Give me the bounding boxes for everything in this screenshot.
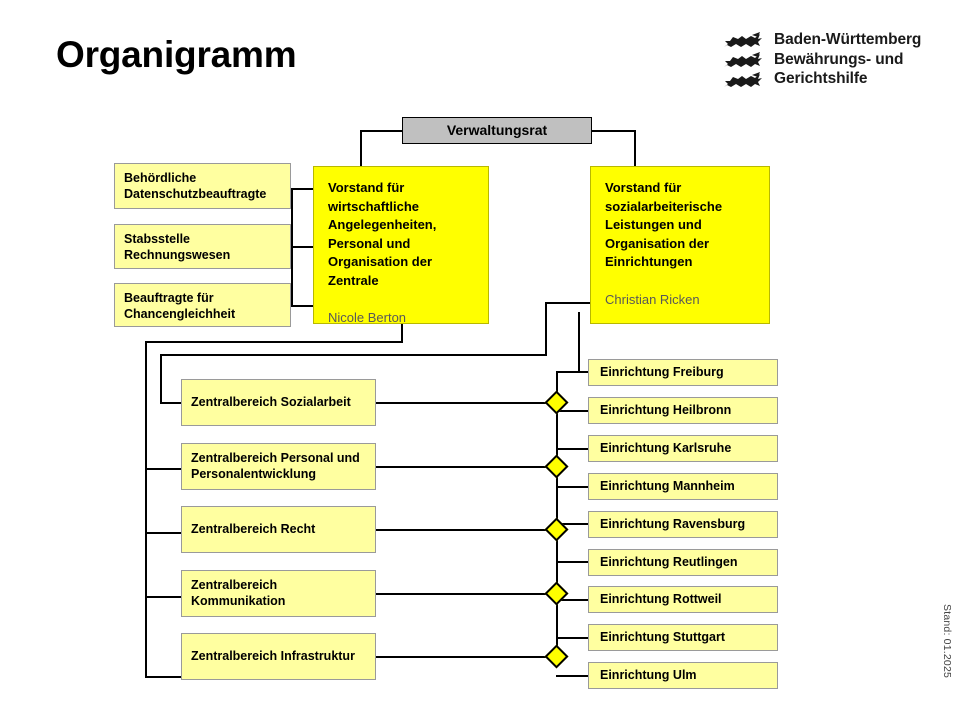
- staff-rechnungswesen-label: Stabsstelle Rechnungswesen: [124, 232, 231, 262]
- node-zentralbereich-personal[interactable]: Zentralbereich Personal und Personalentw…: [181, 443, 376, 490]
- node-verwaltungsrat[interactable]: Verwaltungsrat: [402, 117, 592, 144]
- verwaltungsrat-label: Verwaltungsrat: [446, 121, 548, 138]
- central-units-spine: [145, 341, 147, 678]
- connector-staff-1: [291, 188, 313, 190]
- link-unit-2-diamond: [376, 466, 558, 468]
- link-unit-1-diamond: [376, 402, 558, 404]
- node-einrichtung-karlsruhe[interactable]: Einrichtung Karlsruhe: [588, 435, 778, 462]
- page-title: Organigramm: [56, 34, 297, 75]
- node-zentralbereich-sozialarbeit[interactable]: Zentralbereich Sozialarbeit: [181, 379, 376, 426]
- connector-unit-2: [145, 468, 181, 470]
- connector-unit-5: [145, 676, 181, 678]
- einrichtung-mannheim-label: Einrichtung Mannheim: [600, 478, 735, 493]
- node-staff-chancengleichheit[interactable]: Beauftragte für Chancengleichheit: [114, 283, 291, 327]
- logo-line-3: Gerichtshilfe: [774, 70, 868, 87]
- node-einrichtung-rottweil[interactable]: Einrichtung Rottweil: [588, 586, 778, 613]
- stand-date: Stand: 01.2025: [941, 604, 953, 679]
- vorstand-wirtschaft-person: Nicole Berton: [328, 310, 407, 324]
- cross-branch-to-left: [160, 354, 547, 356]
- connector-council-left-drop: [360, 130, 362, 166]
- left-board-drop: [401, 324, 403, 343]
- einrichtung-ravensburg-label: Einrichtung Ravensburg: [600, 516, 746, 531]
- connector-unit-3: [145, 532, 181, 534]
- connector-facility-3: [556, 448, 596, 450]
- logo-line-2: Bewährungs- und: [774, 50, 904, 68]
- link-unit-5-diamond: [376, 656, 558, 658]
- node-vorstand-sozialarbeit[interactable]: Vorstand für sozialarbeiterische Leistun…: [590, 166, 770, 324]
- einrichtung-ulm-label: Einrichtung Ulm: [600, 667, 697, 682]
- node-einrichtung-ulm[interactable]: Einrichtung Ulm: [588, 662, 778, 689]
- einrichtung-freiburg-label: Einrichtung Freiburg: [600, 364, 724, 379]
- node-einrichtung-ravensburg[interactable]: Einrichtung Ravensburg: [588, 511, 778, 538]
- node-einrichtung-heilbronn[interactable]: Einrichtung Heilbronn: [588, 397, 778, 424]
- node-zentralbereich-kommunikation[interactable]: Zentralbereich Kommunikation: [181, 570, 376, 617]
- connector-facility-7: [556, 599, 596, 601]
- node-einrichtung-freiburg[interactable]: Einrichtung Freiburg: [588, 359, 778, 386]
- left-board-to-spine: [145, 341, 403, 343]
- node-einrichtung-reutlingen[interactable]: Einrichtung Reutlingen: [588, 549, 778, 576]
- node-vorstand-wirtschaft[interactable]: Vorstand für wirtschaftliche Angelegenhe…: [313, 166, 489, 324]
- connector-facility-2: [556, 410, 596, 412]
- connector-staff-3: [291, 305, 313, 307]
- connector-facility-4: [556, 486, 596, 488]
- sozialarbeit-spine: [160, 354, 162, 404]
- node-staff-datenschutz[interactable]: Behördliche Datenschutzbeauftragte: [114, 163, 291, 209]
- einrichtung-heilbronn-label: Einrichtung Heilbronn: [600, 402, 732, 417]
- zentralbereich-recht-label: Zentralbereich Recht: [191, 521, 316, 536]
- connector-facility-8: [556, 637, 596, 639]
- connector-unit-4: [145, 596, 181, 598]
- einrichtung-stuttgart-label: Einrichtung Stuttgart: [600, 629, 725, 644]
- einrichtung-karlsruhe-label: Einrichtung Karlsruhe: [600, 440, 732, 455]
- connector-council-right: [592, 130, 636, 132]
- connector-unit-1: [160, 402, 181, 404]
- organization-logo: Baden-Württemberg Bewährungs- und Gerich…: [722, 30, 921, 90]
- link-unit-4-diamond: [376, 593, 558, 595]
- diamond-joint-5: [544, 644, 569, 669]
- einrichtung-rottweil-label: Einrichtung Rottweil: [600, 591, 722, 606]
- right-board-cross-branch: [545, 302, 593, 304]
- right-board-cross-drop: [545, 302, 547, 356]
- node-staff-rechnungswesen[interactable]: Stabsstelle Rechnungswesen: [114, 224, 291, 269]
- connector-facility-1: [556, 371, 596, 373]
- connector-staff-2: [291, 246, 313, 248]
- zentralbereich-infrastruktur-label: Zentralbereich Infrastruktur: [191, 648, 355, 663]
- vorstand-sozialarbeit-title: Vorstand für sozialarbeiterische Leistun…: [605, 180, 723, 269]
- connector-council-right-drop: [634, 130, 636, 166]
- connector-facility-6: [556, 561, 596, 563]
- diamond-joint-4: [544, 581, 569, 606]
- logo-text: Baden-Württemberg Bewährungs- und Gerich…: [774, 30, 921, 89]
- node-einrichtung-stuttgart[interactable]: Einrichtung Stuttgart: [588, 624, 778, 651]
- logo-line-1: Baden-Württemberg: [774, 31, 922, 48]
- node-zentralbereich-infrastruktur[interactable]: Zentralbereich Infrastruktur: [181, 633, 376, 680]
- diamond-joint-3: [544, 517, 569, 542]
- zentralbereich-kommunikation-label: Zentralbereich Kommunikation: [191, 578, 286, 608]
- vorstand-sozialarbeit-person: Christian Ricken: [605, 291, 700, 307]
- link-unit-3-diamond: [376, 529, 558, 531]
- connector-facility-9: [556, 675, 596, 677]
- lion-crest-icon: [722, 30, 764, 90]
- connector-facility-5: [556, 523, 596, 525]
- staff-chancengleichheit-label: Beauftragte für Chancengleichheit: [124, 291, 236, 321]
- connector-council-left: [360, 130, 402, 132]
- einrichtung-reutlingen-label: Einrichtung Reutlingen: [600, 554, 738, 569]
- diamond-joint-2: [544, 454, 569, 479]
- zentralbereich-sozialarbeit-label: Zentralbereich Sozialarbeit: [191, 394, 351, 409]
- node-einrichtung-mannheim[interactable]: Einrichtung Mannheim: [588, 473, 778, 500]
- node-zentralbereich-recht[interactable]: Zentralbereich Recht: [181, 506, 376, 553]
- staff-datenschutz-label: Behördliche Datenschutzbeauftragte: [124, 171, 267, 201]
- zentralbereich-personal-label: Zentralbereich Personal und Personalentw…: [191, 451, 360, 481]
- vorstand-wirtschaft-title: Vorstand für wirtschaftliche Angelegenhe…: [328, 180, 437, 288]
- right-board-drop: [578, 312, 580, 372]
